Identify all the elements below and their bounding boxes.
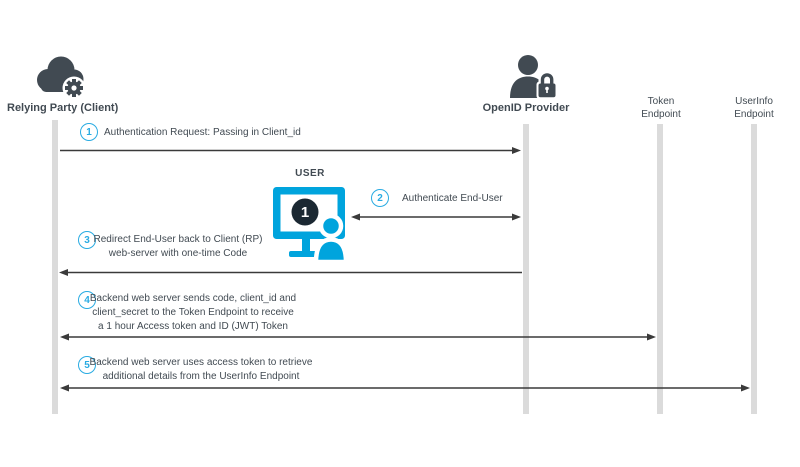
step-5-number: 5 [78,356,96,374]
step-2-number: 2 [371,189,389,207]
step-2-text: Authenticate End-User [402,193,503,204]
step-5-text: Backend web server uses access token to … [86,356,316,384]
actor-label-relying-party: Relying Party (Client) [7,102,119,114]
step-5-line-1: Backend web server uses access token to … [89,357,313,368]
user-label: USER [295,168,325,179]
step-3-text: Redirect End-User back to Client (RP) we… [83,233,273,261]
lifeline-token-endpoint [657,124,663,414]
step-5-line-2: additional details from the UserInfo End… [102,371,300,382]
step-1-text: Authentication Request: Passing in Clien… [104,127,301,138]
screen-badge-number: 1 [301,204,309,221]
arrow-step-1 [60,147,521,154]
step-4-line-3: a 1 hour Access token and ID (JWT) Token [98,321,288,332]
step-4-number: 4 [78,291,96,309]
step-3-number: 3 [78,231,96,249]
step-4-line-1: Backend web server sends code, client_id… [89,293,297,304]
step-1-number: 1 [80,123,98,141]
lifeline-userinfo-endpoint [751,124,757,414]
actor-label-userinfo-endpoint: UserInfo Endpoint [734,96,774,120]
lifeline-openid-provider [523,124,529,414]
arrow-step-3 [59,269,522,276]
arrow-step-4 [60,333,656,341]
step-4-text: Backend web server sends code, client_id… [88,292,298,334]
person-lock-icon [506,54,560,102]
cloud-gear-icon [32,54,94,100]
lifeline-relying-party [52,120,58,414]
screen-badge-circle [291,198,319,226]
arrow-step-5 [60,384,750,392]
actor-label-openid-provider: OpenID Provider [482,102,570,114]
actor-label-token-endpoint: Token Endpoint [641,96,681,120]
step-4-line-2: client_secret to the Token Endpoint to r… [92,307,294,318]
step-3-line-2: web-server with one-time Code [108,248,248,259]
arrow-step-2 [351,213,521,221]
step-3-line-1: Redirect End-User back to Client (RP) [93,234,263,245]
monitor-user-icon: 1 [272,184,352,265]
